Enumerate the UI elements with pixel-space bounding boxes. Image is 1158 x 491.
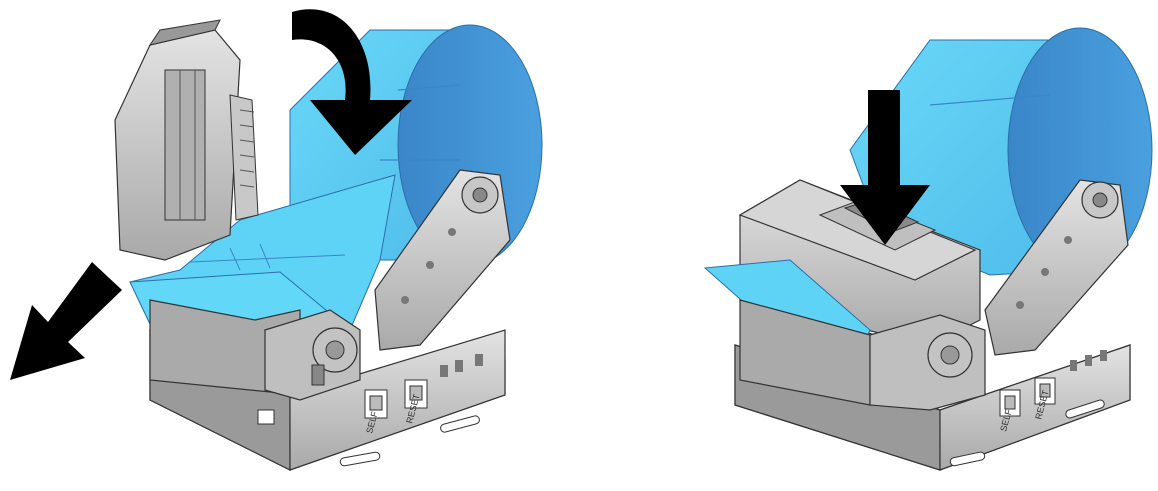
rotate-arrow xyxy=(292,9,412,156)
pull-out-arrow xyxy=(10,262,122,380)
roll-holder-arm-right xyxy=(984,179,1129,356)
button-panel: SELF RESET xyxy=(364,354,483,435)
press-down-arrow xyxy=(840,90,930,245)
button-panel-right: SELF RESET xyxy=(998,350,1107,433)
printer-body-right xyxy=(739,299,986,411)
printer-closed-illustration: SELF RESET xyxy=(703,27,1153,471)
printer-open-illustration: SELF RESET xyxy=(10,9,543,471)
print-head-open xyxy=(114,19,259,261)
roll-holder-arm xyxy=(374,169,511,351)
printer-body xyxy=(149,299,361,401)
